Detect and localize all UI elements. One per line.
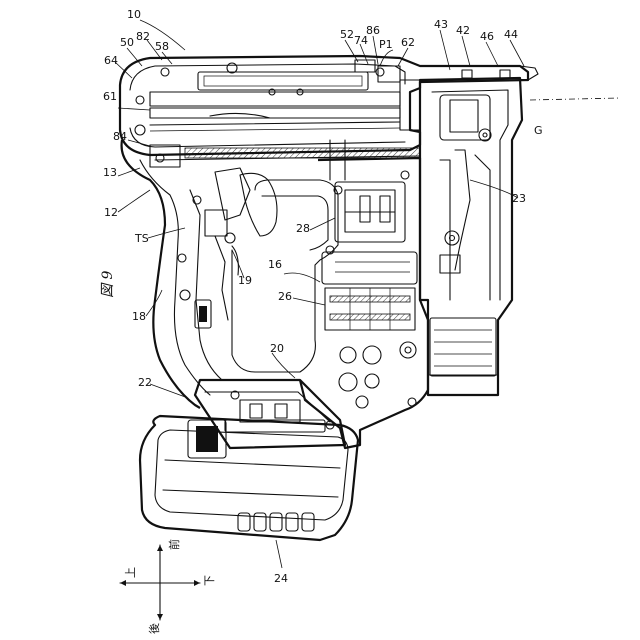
label-86: 86: [366, 24, 380, 37]
label-46: 46: [480, 30, 494, 43]
direction-front: 前: [167, 539, 181, 550]
label-50: 50: [120, 36, 134, 49]
label-84: 84: [113, 130, 127, 143]
label-58: 58: [155, 40, 169, 53]
label-13: 13: [103, 166, 117, 179]
label-82: 82: [136, 30, 150, 43]
label-28: 28: [296, 222, 310, 235]
top-housing: [120, 56, 528, 167]
leader-lines: [115, 20, 524, 568]
controller-assembly: [300, 140, 428, 448]
label-19: 19: [238, 274, 252, 287]
magazine-assembly: [420, 66, 620, 395]
label-52: 52: [340, 28, 354, 41]
label-10: 10: [127, 8, 141, 21]
label-64: 64: [104, 54, 118, 67]
label-g: G: [534, 124, 543, 137]
label-43: 43: [434, 18, 448, 31]
handle-grip: [122, 140, 338, 408]
label-61: 61: [103, 90, 117, 103]
battery-pack: [140, 416, 358, 540]
direction-up: 上: [124, 567, 137, 578]
label-20: 20: [270, 342, 284, 355]
label-12: 12: [104, 206, 118, 219]
label-44: 44: [504, 28, 518, 41]
direction-indicator: 上 前 下 後: [120, 539, 216, 634]
direction-down: 下: [203, 575, 216, 586]
label-62: 62: [401, 36, 415, 49]
label-42: 42: [456, 24, 470, 37]
direction-back: 後: [147, 623, 161, 634]
label-16: 16: [268, 258, 282, 271]
label-24: 24: [274, 572, 288, 585]
figure-title: 図 9: [100, 271, 116, 298]
label-p1: P1: [379, 38, 393, 51]
label-26: 26: [278, 290, 292, 303]
label-23: 23: [512, 192, 526, 205]
label-18: 18: [132, 310, 146, 323]
label-22: 22: [138, 376, 152, 389]
label-ts: TS: [134, 232, 149, 245]
